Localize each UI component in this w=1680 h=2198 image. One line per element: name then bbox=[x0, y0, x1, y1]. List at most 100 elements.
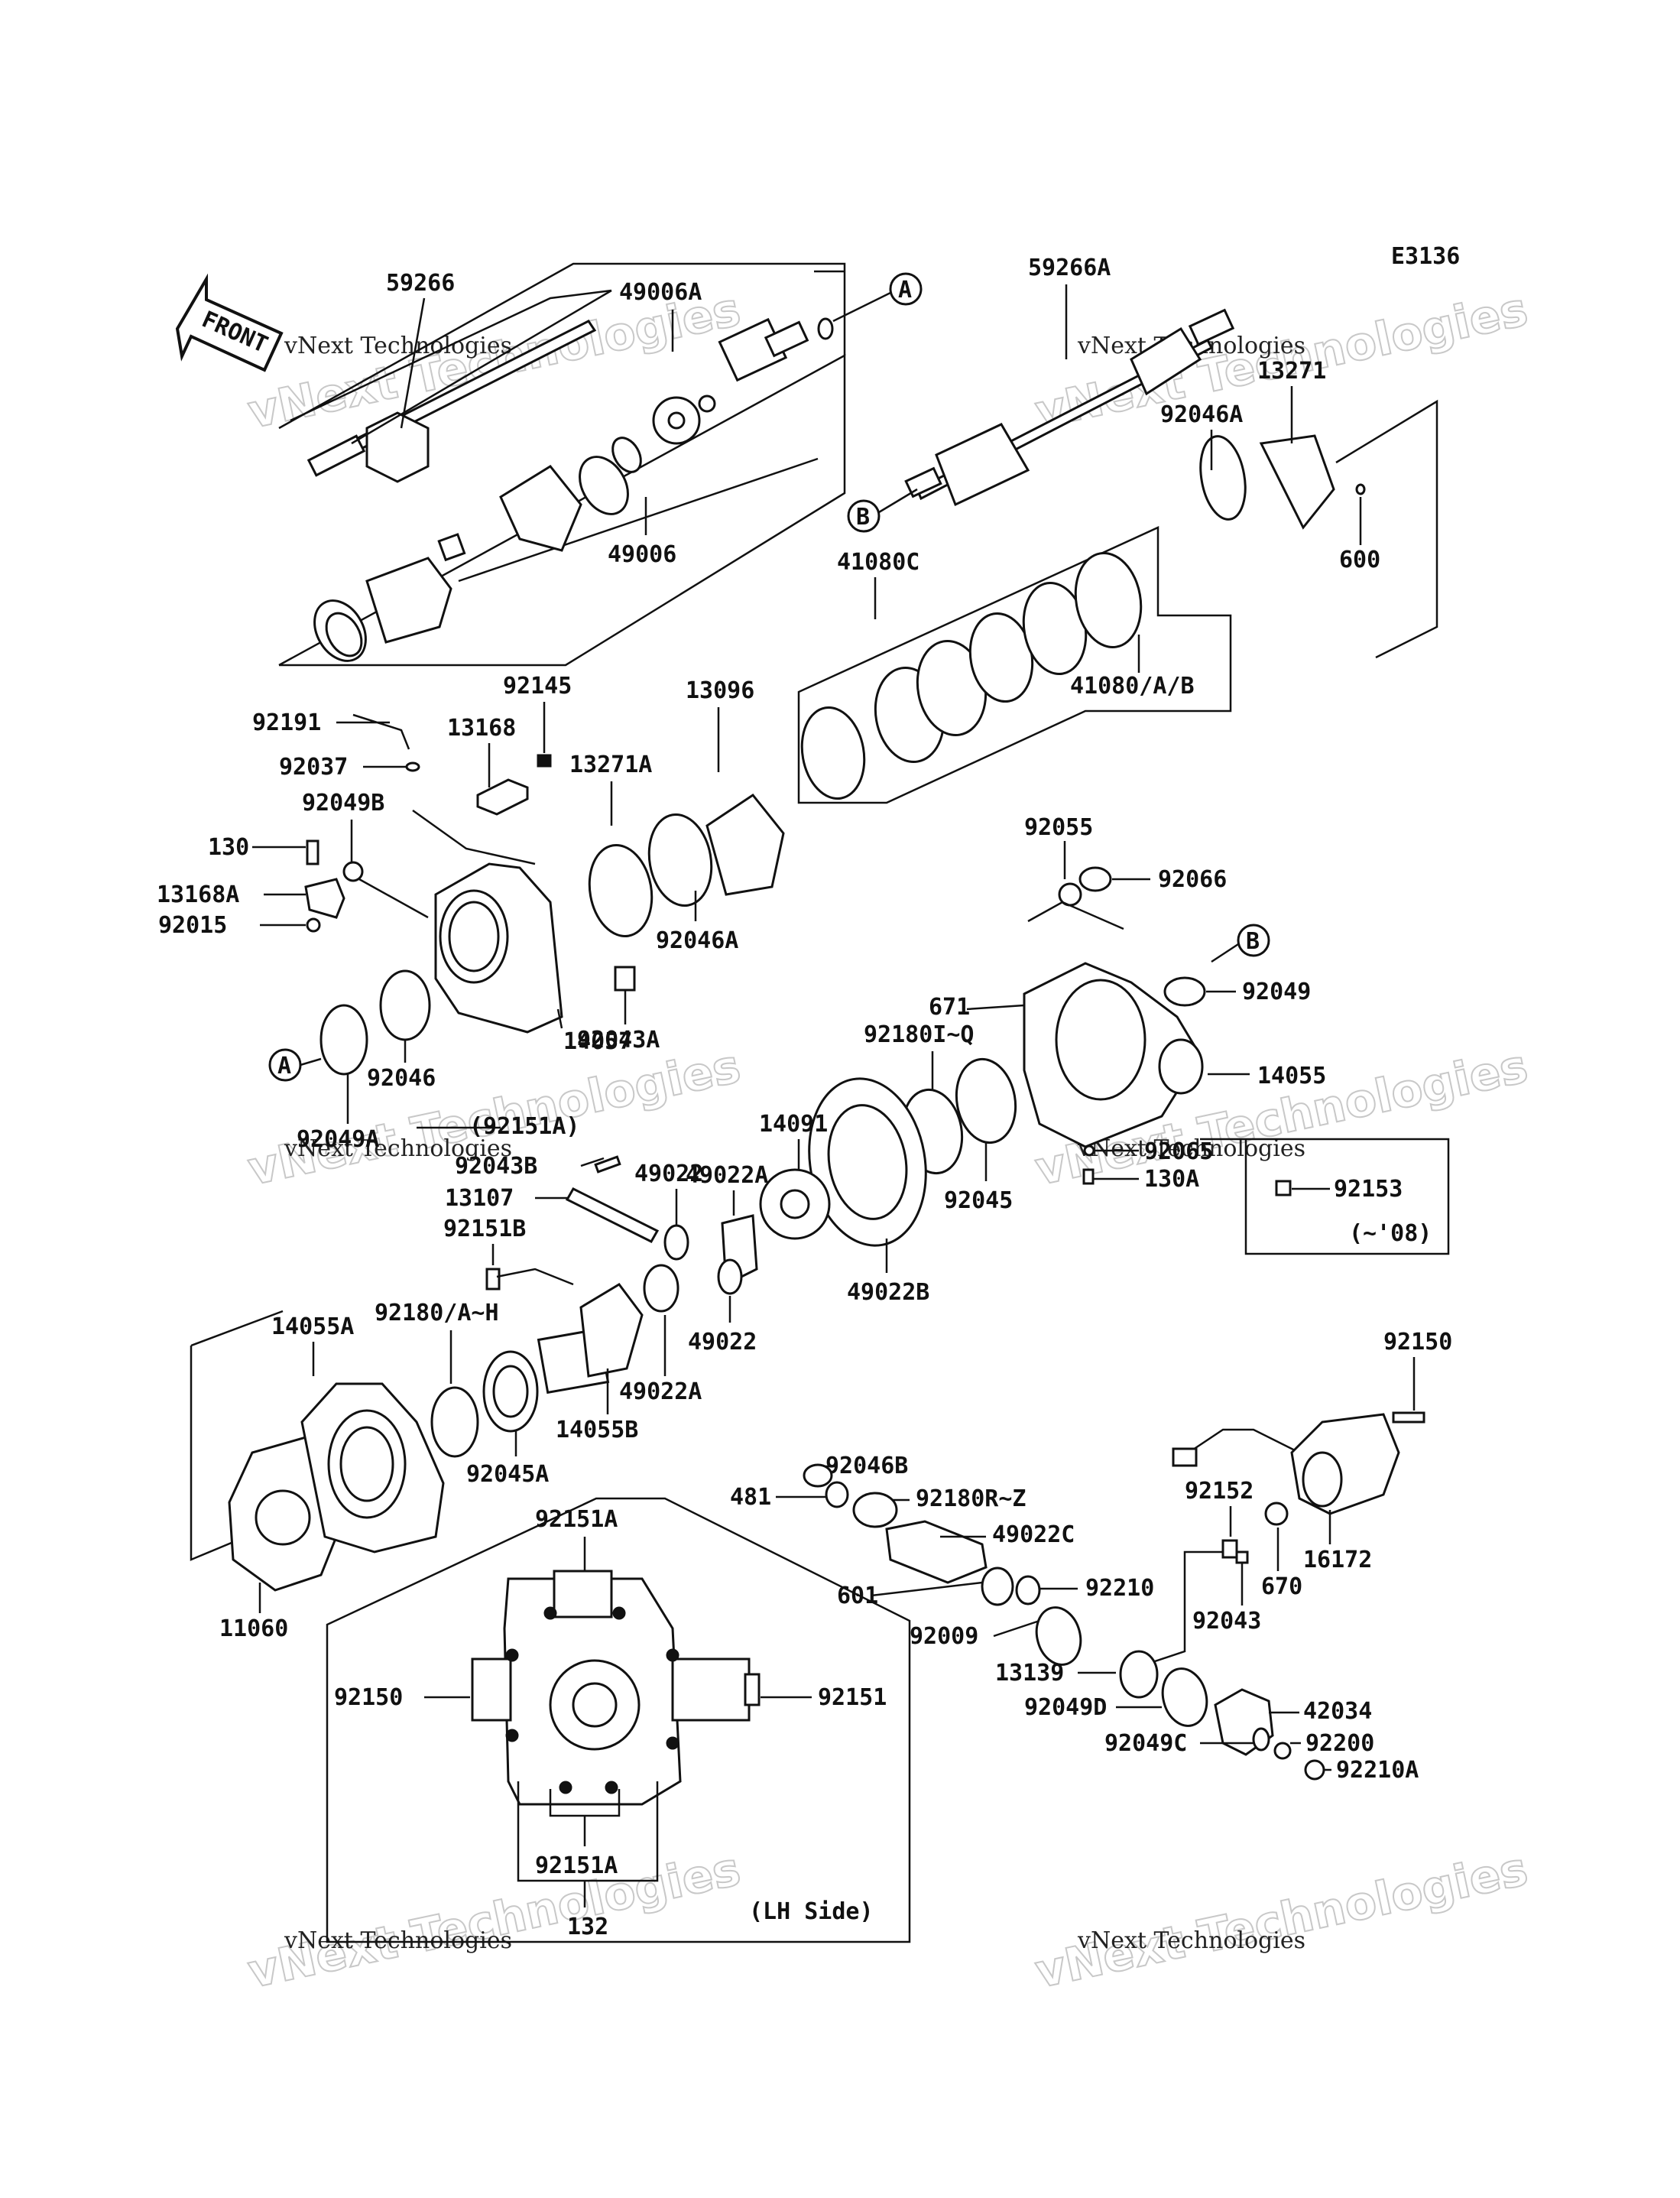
label-92037: 92037 bbox=[279, 754, 348, 781]
label-92151-inset: 92151 bbox=[818, 1684, 887, 1711]
label-92045: 92045 bbox=[944, 1187, 1013, 1214]
label-92180RZ: 92180R~Z bbox=[916, 1485, 1026, 1512]
label-49022A-bot: 49022A bbox=[619, 1378, 702, 1405]
label-92049C: 92049C bbox=[1104, 1730, 1187, 1757]
gear-case-14055 bbox=[1023, 901, 1204, 1148]
svg-text:vNext Technologies: vNext Technologies bbox=[1077, 1927, 1305, 1954]
svg-text:vNext Technologies: vNext Technologies bbox=[244, 1842, 745, 1999]
label-130: 130 bbox=[208, 834, 249, 861]
lh-side-inset bbox=[326, 1497, 911, 1943]
label-08: (~'08) bbox=[1349, 1220, 1432, 1247]
svg-text:vNext Technologies: vNext Technologies bbox=[284, 1135, 512, 1162]
svg-text:A: A bbox=[277, 1053, 291, 1080]
label-130A: 130A bbox=[1144, 1166, 1199, 1193]
label-41080C: 41080C bbox=[837, 549, 919, 576]
watermark-bottom-right: vNext Technologies vNext Technologies bbox=[1030, 1842, 1533, 2000]
label-92151A-inset-top: 92151A bbox=[535, 1506, 618, 1533]
label-92151A-inset-bot: 92151A bbox=[535, 1852, 618, 1879]
diagram-code: E3136 bbox=[1391, 243, 1460, 270]
label-92210: 92210 bbox=[1085, 1575, 1154, 1602]
label-59266A: 59266A bbox=[1028, 255, 1111, 281]
label-49022C: 49022C bbox=[992, 1521, 1075, 1548]
svg-text:vNext Technologies: vNext Technologies bbox=[284, 1927, 512, 1954]
label-92015: 92015 bbox=[158, 912, 227, 939]
pinion-gear-49022C bbox=[885, 1520, 988, 1584]
label-14091: 14091 bbox=[759, 1111, 828, 1138]
gear-case-14055A-group bbox=[190, 1310, 445, 1592]
label-92049A: 92049A bbox=[297, 1126, 379, 1153]
label-92009: 92009 bbox=[910, 1623, 978, 1650]
label-92180AH: 92180/A~H bbox=[375, 1300, 499, 1326]
svg-text:A: A bbox=[898, 277, 912, 304]
label-92145: 92145 bbox=[503, 673, 572, 700]
svg-text:vNext Technologies: vNext Technologies bbox=[1031, 1842, 1532, 1999]
svg-text:vNext Technologies: vNext Technologies bbox=[284, 333, 512, 359]
label-14055A: 14055A bbox=[271, 1313, 354, 1340]
label-14057: 14057 bbox=[563, 1028, 632, 1055]
ref-B-top-icon: B bbox=[847, 499, 881, 533]
label-92045A: 92045A bbox=[466, 1461, 549, 1488]
left-driveshaft-group bbox=[278, 262, 846, 667]
label-92046A-top: 92046A bbox=[1160, 401, 1243, 428]
ref-A-mid-icon: A bbox=[268, 1048, 302, 1082]
label-11060: 11060 bbox=[219, 1615, 288, 1642]
label-92152: 92152 bbox=[1185, 1478, 1254, 1505]
ref-B-mid-icon: B bbox=[1237, 924, 1270, 957]
label-92066: 92066 bbox=[1158, 866, 1227, 893]
label-92150-inset: 92150 bbox=[334, 1684, 403, 1711]
label-lh-side: (LH Side) bbox=[749, 1898, 874, 1925]
label-92043: 92043 bbox=[1192, 1608, 1261, 1635]
label-92043B: 92043B bbox=[455, 1153, 537, 1180]
diff-case-14091 bbox=[759, 1168, 831, 1240]
label-92065: 92065 bbox=[1144, 1138, 1213, 1165]
ring-gear-49022B bbox=[808, 1077, 927, 1247]
actuator-16172 bbox=[1172, 1413, 1400, 1515]
label-13168A: 13168A bbox=[157, 881, 239, 908]
label-13271A: 13271A bbox=[569, 752, 652, 778]
label-49006: 49006 bbox=[608, 541, 676, 568]
label-670: 670 bbox=[1261, 1573, 1302, 1600]
front-arrow-icon: FRONT bbox=[175, 273, 284, 372]
label-16172: 16172 bbox=[1303, 1547, 1372, 1573]
label-49022A-top: 49022A bbox=[686, 1162, 768, 1189]
label-92153: 92153 bbox=[1334, 1176, 1403, 1203]
label-13096: 13096 bbox=[686, 677, 754, 704]
label-41080AB: 41080/A/B bbox=[1070, 673, 1195, 700]
label-92046: 92046 bbox=[367, 1065, 436, 1092]
right-driveshaft-group bbox=[904, 308, 1366, 530]
label-481: 481 bbox=[730, 1484, 771, 1511]
label-13271: 13271 bbox=[1257, 358, 1326, 385]
label-13168: 13168 bbox=[447, 715, 516, 742]
label-92210A: 92210A bbox=[1336, 1757, 1419, 1784]
label-49022B: 49022B bbox=[847, 1279, 929, 1306]
differential-housing-14057 bbox=[358, 809, 563, 1034]
label-14055B: 14055B bbox=[556, 1417, 638, 1443]
label-92151B: 92151B bbox=[443, 1216, 526, 1242]
label-92043A: 92043A bbox=[577, 1027, 660, 1054]
label-59266: 59266 bbox=[386, 270, 455, 297]
label-49006A: 49006A bbox=[619, 279, 702, 306]
label-49022-bot: 49022 bbox=[688, 1329, 757, 1355]
label-92055: 92055 bbox=[1024, 814, 1093, 841]
label-92049: 92049 bbox=[1242, 979, 1311, 1005]
label-13139: 13139 bbox=[995, 1660, 1064, 1687]
label-92046B: 92046B bbox=[825, 1453, 908, 1479]
ref-A-top-icon: A bbox=[889, 272, 923, 306]
label-92046A-mid: 92046A bbox=[656, 927, 738, 954]
label-92191: 92191 bbox=[252, 709, 321, 736]
label-13107: 13107 bbox=[445, 1185, 514, 1212]
label-92200: 92200 bbox=[1305, 1730, 1374, 1757]
label-14055: 14055 bbox=[1257, 1063, 1326, 1089]
label-92150-top: 92150 bbox=[1383, 1329, 1452, 1355]
svg-text:B: B bbox=[856, 504, 870, 531]
label-42034: 42034 bbox=[1303, 1698, 1372, 1725]
label-92151A-paren: (92151A) bbox=[469, 1113, 580, 1140]
label-92180IQ: 92180I~Q bbox=[864, 1021, 975, 1048]
label-49022-top: 49022 bbox=[634, 1161, 703, 1187]
label-600: 600 bbox=[1339, 547, 1380, 573]
diff-case-14055B bbox=[537, 1283, 644, 1394]
label-671: 671 bbox=[929, 994, 970, 1021]
watermark-bottom-left: vNext Technologies vNext Technologies bbox=[243, 1842, 746, 2000]
